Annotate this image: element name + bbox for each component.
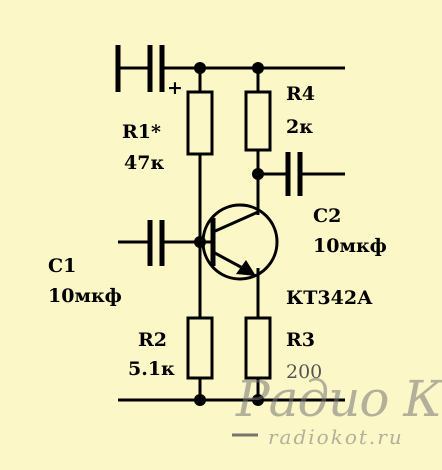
r3-resistor xyxy=(244,316,272,380)
r2-value-label: 5.1к xyxy=(128,358,175,380)
radiokot-watermark: Радио КОТ radiokot.ru xyxy=(232,370,442,449)
r3-value-label: 200 xyxy=(286,361,322,383)
r1-value-label: 47к xyxy=(124,152,164,174)
r4-resistor xyxy=(244,90,272,152)
r3-name-label: R3 xyxy=(286,329,315,351)
r2-resistor xyxy=(186,316,214,380)
c1-name-label: C1 xyxy=(48,255,76,277)
c2-name-label: C2 xyxy=(313,205,341,227)
watermark-url: radiokot.ru xyxy=(268,425,404,449)
c2-value-label: 10мкф xyxy=(313,235,387,257)
transistor-q1 xyxy=(201,203,279,281)
transistor-name-label: КТ342А xyxy=(286,287,373,309)
r4-value-label: 2к xyxy=(286,116,313,138)
watermark-logo: Радио КОТ xyxy=(235,370,442,428)
r4-name-label: R4 xyxy=(286,83,315,105)
r1-name-label: R1* xyxy=(122,121,161,143)
junction-nodes xyxy=(194,62,264,406)
top-left-capacitor xyxy=(115,45,165,92)
c1-value-label: 10мкф xyxy=(48,285,122,307)
r2-name-label: R2 xyxy=(138,329,167,351)
polarity-plus-label: + xyxy=(167,77,183,99)
r1-resistor xyxy=(186,90,214,156)
emitter-arrow-icon xyxy=(236,260,256,276)
c2-capacitor xyxy=(258,152,345,196)
